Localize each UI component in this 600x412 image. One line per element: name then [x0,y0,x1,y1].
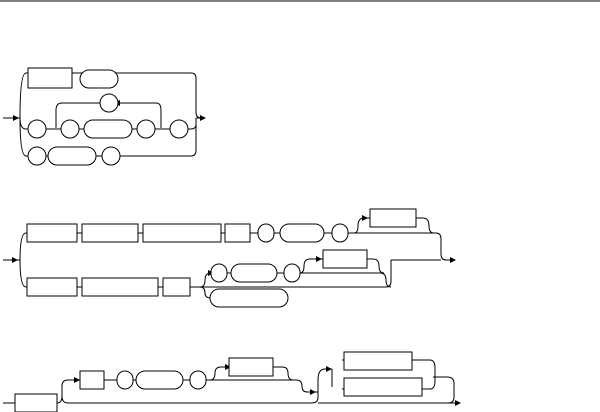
d2-n5 [257,223,275,243]
d1-n1 [27,67,73,89]
d1-n6 [83,119,133,139]
d1-n7 [136,119,156,139]
d2-n12 [210,263,228,283]
d2-n3 [142,223,222,243]
diagram-3 [3,351,461,412]
d2-n8 [369,208,417,228]
d2-n13 [230,263,278,283]
d2-n7 [331,223,349,243]
arrow-head [225,364,231,370]
d2-n9 [26,277,78,297]
d3-n2 [79,370,105,390]
d1-n3 [99,93,119,113]
arrow-head [74,377,80,383]
diagram-2 [3,208,456,308]
arrow-head [310,389,316,395]
d3-n7 [343,351,413,371]
arrow-head [200,115,206,121]
d3-n1 [14,393,58,412]
d1-n4 [27,119,47,139]
d3-n4 [135,370,184,390]
d2-n6 [279,223,325,243]
arrow-head [12,257,18,263]
d2-n14 [283,263,301,283]
d3-n5 [189,370,207,390]
arrow-head [362,215,368,221]
arrow-head [455,400,461,406]
d2-n15 [322,249,368,269]
d2-n2 [81,223,139,243]
d1-n2 [79,69,119,89]
arrow-head [326,366,332,372]
d2-n4 [224,223,251,243]
d1-n9 [27,146,47,166]
arrow-head [316,256,322,262]
d1-n5 [60,119,80,139]
d3-n3 [116,370,134,390]
d2-n11 [162,277,191,297]
arrow-head [13,115,19,121]
d2-n16 [209,288,289,308]
d3-n8 [343,377,423,397]
diagram-1 [3,67,206,166]
railroad-line [3,72,203,157]
d1-n11 [101,146,121,166]
d2-n10 [81,277,159,297]
d3-n6 [228,357,274,377]
d1-n10 [47,146,97,166]
arrow-head [450,257,456,263]
d2-n1 [26,223,78,243]
d1-n8 [169,119,189,139]
